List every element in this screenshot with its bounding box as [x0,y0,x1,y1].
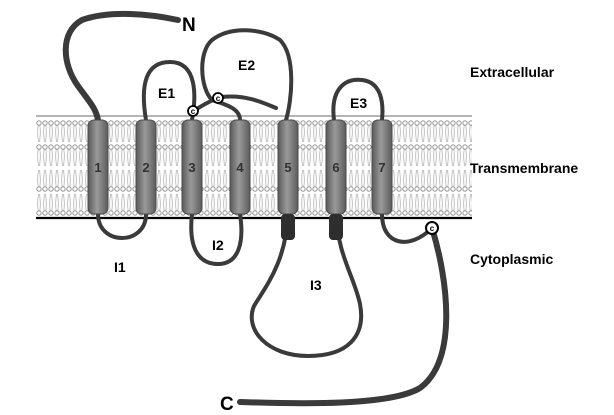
e3-label: E3 [350,95,367,111]
helix-6-extension [329,214,343,240]
i1-label: I1 [114,259,126,275]
helix-5-label: 5 [284,160,291,175]
e2-label: E2 [238,57,255,73]
i3-label: I3 [310,277,322,293]
e1-label: E1 [158,85,175,101]
disulfide-cys-1-label: c [191,107,196,116]
helix-1-label: 1 [94,160,101,175]
c-terminus-label: C [220,394,234,415]
extracellular-label: Extracellular [470,64,555,80]
transmembrane-label: Transmembrane [470,160,578,176]
e2-loop [202,30,291,120]
cytoplasmic-label: Cytoplasmic [470,251,553,267]
helix-6-label: 6 [332,160,339,175]
helix-5-extension [281,214,295,240]
i3-loop [252,214,361,356]
disulfide-cys-2-label: c [216,94,221,103]
n-terminus-label: N [182,15,196,36]
i2-label: I2 [212,237,224,253]
palmitoylation-cys-label: c [430,224,435,233]
helix-2-label: 2 [142,160,149,175]
helix-7-label: 7 [378,160,385,175]
helix-3-label: 3 [188,160,195,175]
helix-4-label: 4 [236,160,244,175]
n-terminal-tail [66,14,178,120]
